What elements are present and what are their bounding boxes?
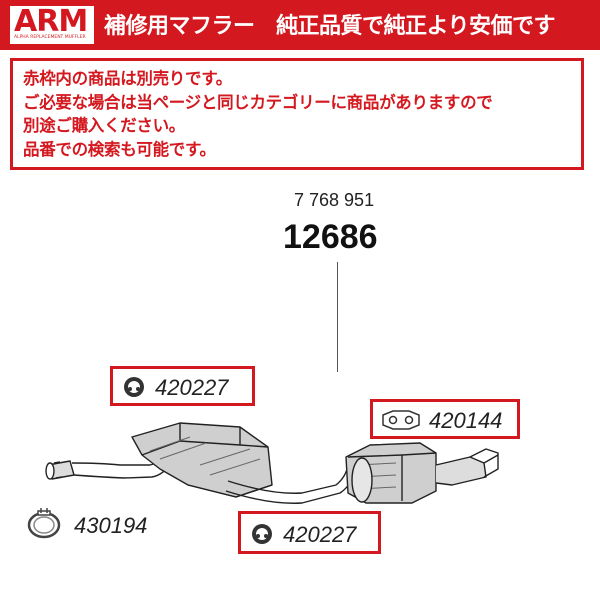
leader-line	[337, 262, 338, 372]
notice-line: ご必要な場合は当ページと同じカテゴリーに商品がありますので	[23, 92, 493, 112]
rubber-ring-icon	[252, 524, 272, 544]
exhaust-system-drawing	[45, 422, 499, 504]
header-banner: ARM ALPHA REPLACEMENT MUFFLER 補修用マフラー 純正…	[0, 0, 600, 50]
part-code-430194[interactable]: 430194	[74, 513, 148, 538]
part-number: 12686	[283, 218, 378, 256]
part-box-420227-upper[interactable]: 420227	[110, 366, 255, 406]
logo-subtext: ALPHA REPLACEMENT MUFFLER	[14, 35, 86, 40]
notice-line: 赤枠内の商品は別売りです。	[23, 69, 232, 88]
notice-line: 品番での検索も可能です。	[23, 139, 216, 159]
notice-box: 赤枠内の商品は別売りです。 ご必要な場合は当ページと同じカテゴリーに商品がありま…	[10, 58, 584, 170]
rubber-hanger-icon	[382, 410, 420, 430]
logo-text: ARM	[14, 4, 88, 39]
part-box-420144[interactable]: 420144	[370, 399, 520, 439]
part-code: 420144	[429, 408, 503, 433]
part-code: 420227	[283, 522, 357, 547]
part-box-420227-lower[interactable]: 420227	[238, 511, 381, 554]
part-code: 420227	[155, 375, 229, 400]
clamp-icon	[27, 508, 61, 539]
header-tagline: 補修用マフラー 純正品質で純正より安価です	[104, 14, 556, 39]
rubber-ring-icon	[124, 377, 144, 397]
oem-number: 7 768 951	[294, 190, 375, 210]
arm-logo: ARM ALPHA REPLACEMENT MUFFLER	[10, 4, 94, 44]
notice-line: 別途ご購入ください。	[23, 116, 186, 135]
